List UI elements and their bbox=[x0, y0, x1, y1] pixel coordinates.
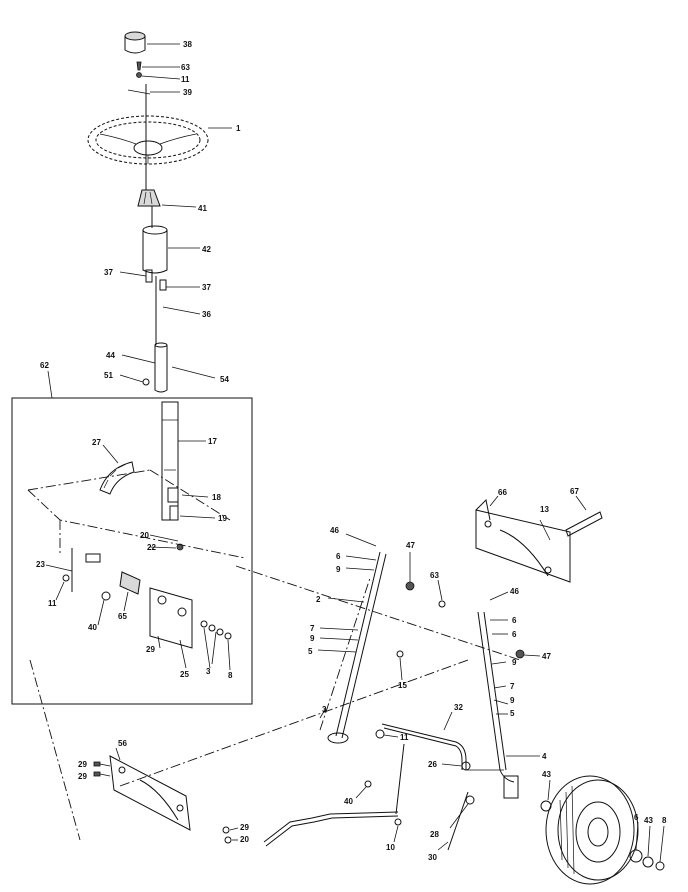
drag-link-left bbox=[317, 533, 415, 744]
part-label: 29 bbox=[78, 772, 87, 781]
part-label: 8 bbox=[228, 671, 233, 680]
part-label: 66 bbox=[498, 488, 507, 497]
part-label: 63 bbox=[181, 63, 190, 72]
part-label: 5 bbox=[510, 709, 515, 718]
part-label: 9 bbox=[512, 658, 517, 667]
part-label: 5 bbox=[308, 647, 313, 656]
part-label: 1 bbox=[236, 124, 241, 133]
part-label: 26 bbox=[428, 760, 437, 769]
part-label: 56 bbox=[118, 739, 127, 748]
part-label: 27 bbox=[92, 438, 101, 447]
part-label: 25 bbox=[180, 670, 189, 679]
part-label: 44 bbox=[106, 351, 115, 360]
part-label: 29 bbox=[146, 645, 155, 654]
part-label: 40 bbox=[88, 623, 97, 632]
part-label: 15 bbox=[398, 681, 407, 690]
part-label: 19 bbox=[218, 514, 227, 523]
part-label: 20 bbox=[240, 835, 249, 844]
part-label: 9 bbox=[510, 696, 515, 705]
part-label: 11 bbox=[181, 75, 190, 84]
box-contents bbox=[27, 401, 246, 671]
steering-cap bbox=[124, 31, 180, 54]
cap-screw bbox=[127, 61, 181, 95]
part-label: 29 bbox=[78, 760, 87, 769]
part-label: 63 bbox=[430, 571, 439, 580]
column-bearing bbox=[119, 269, 201, 315]
part-label: 9 bbox=[310, 634, 315, 643]
part-label: 3 bbox=[206, 667, 211, 676]
part-label: 6 bbox=[512, 616, 517, 625]
part-labels: 38 63 11 39 1 41 42 37 37 36 62 44 51 54… bbox=[36, 40, 667, 862]
part-label: 40 bbox=[344, 797, 353, 806]
part-label: 2 bbox=[316, 595, 321, 604]
part-label: 6 bbox=[634, 813, 639, 822]
part-label: 7 bbox=[510, 682, 515, 691]
part-label: 54 bbox=[220, 375, 229, 384]
steering-shaft bbox=[119, 342, 216, 393]
part-label: 3 bbox=[322, 705, 327, 714]
part-label: 51 bbox=[104, 371, 113, 380]
part-label: 11 bbox=[400, 733, 409, 742]
part-label: 43 bbox=[644, 816, 653, 825]
axle-bracket bbox=[93, 747, 239, 844]
steering-adapter bbox=[137, 189, 197, 208]
assembly-box bbox=[11, 370, 253, 705]
part-label: 7 bbox=[310, 624, 315, 633]
part-label: 43 bbox=[542, 770, 551, 779]
steering-column-cover bbox=[142, 225, 200, 274]
part-label: 10 bbox=[386, 843, 395, 852]
centerlines bbox=[29, 565, 521, 841]
part-label: 23 bbox=[36, 560, 45, 569]
part-label: 20 bbox=[140, 531, 149, 540]
part-label: 47 bbox=[406, 541, 415, 550]
part-label: 41 bbox=[198, 204, 207, 213]
part-label: 28 bbox=[430, 830, 439, 839]
part-label: 62 bbox=[40, 361, 49, 370]
linkage-rod bbox=[263, 743, 475, 851]
part-label: 37 bbox=[202, 283, 211, 292]
steering-wheel bbox=[87, 115, 232, 165]
part-label: 39 bbox=[183, 88, 192, 97]
part-label: 37 bbox=[104, 268, 113, 277]
wheel bbox=[540, 775, 665, 885]
part-label: 65 bbox=[118, 612, 127, 621]
part-label: 11 bbox=[48, 599, 57, 608]
part-label: 4 bbox=[542, 752, 547, 761]
part-label: 8 bbox=[662, 816, 667, 825]
drag-link-right bbox=[437, 579, 541, 799]
part-label: 67 bbox=[570, 487, 579, 496]
part-label: 30 bbox=[428, 853, 437, 862]
part-label: 13 bbox=[540, 505, 549, 514]
part-label: 38 bbox=[183, 40, 192, 49]
part-label: 17 bbox=[208, 437, 217, 446]
part-label: 46 bbox=[510, 587, 519, 596]
part-label: 36 bbox=[202, 310, 211, 319]
mounting-bracket-66 bbox=[475, 495, 603, 583]
tie-rod bbox=[375, 711, 504, 771]
part-label: 22 bbox=[147, 543, 156, 552]
part-label: 9 bbox=[336, 565, 341, 574]
part-label: 6 bbox=[512, 630, 517, 639]
part-label: 46 bbox=[330, 526, 339, 535]
part-label: 32 bbox=[454, 703, 463, 712]
part-label: 47 bbox=[542, 652, 551, 661]
part-label: 42 bbox=[202, 245, 211, 254]
part-label: 29 bbox=[240, 823, 249, 832]
part-label: 18 bbox=[212, 493, 221, 502]
part-label: 6 bbox=[336, 552, 341, 561]
